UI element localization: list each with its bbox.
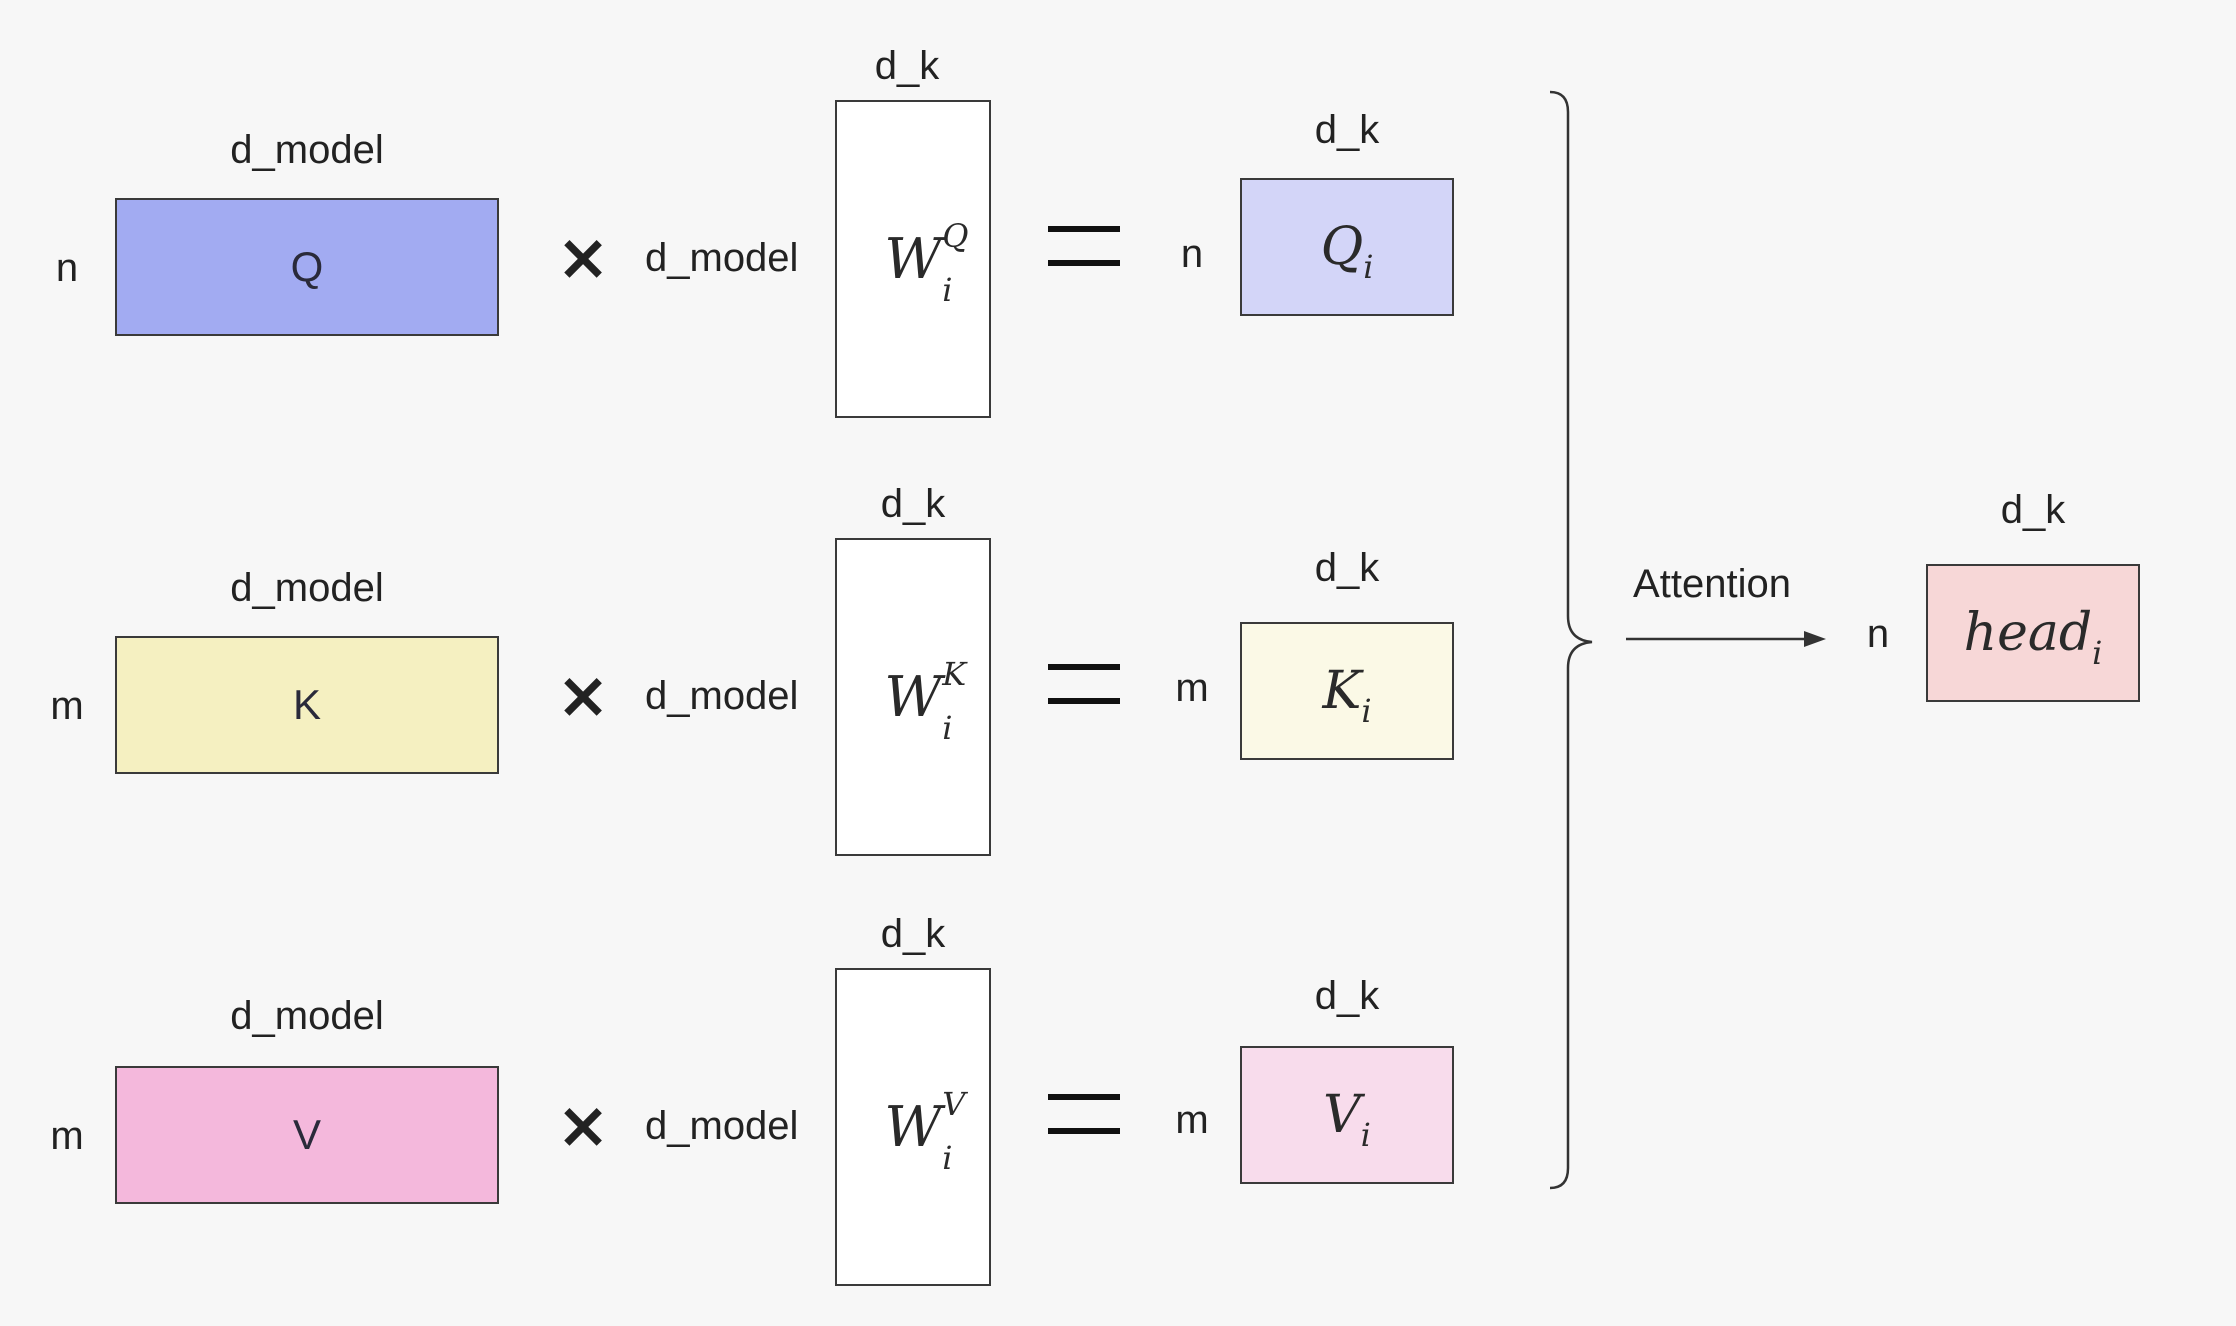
vi-rows-label: m: [1175, 1098, 1209, 1142]
v-input-matrix: V: [115, 1066, 499, 1204]
multiply-sign-q: ×: [556, 221, 610, 295]
q-rows-label: n: [55, 246, 79, 290]
wk-cols-label: d_k: [880, 482, 946, 526]
ki-symbol: Ki: [1322, 661, 1372, 730]
ki-cols-label: d_k: [1314, 546, 1380, 590]
qi-rows-label: n: [1180, 232, 1204, 276]
q-input-matrix: Q: [115, 198, 499, 336]
ki-output-matrix: Ki: [1240, 622, 1454, 760]
k-rows-label: m: [50, 684, 84, 728]
qi-cols-label: d_k: [1314, 108, 1380, 152]
vi-symbol: Vi: [1323, 1085, 1371, 1154]
head-rows-label: n: [1866, 612, 1890, 656]
equals-sign-q: [1048, 226, 1120, 294]
right-curly-brace: [1549, 90, 1593, 1190]
equals-sign-v: [1048, 1094, 1120, 1162]
k-cols-label: d_model: [230, 566, 384, 610]
k-input-matrix: K: [115, 636, 499, 774]
vi-output-matrix: Vi: [1240, 1046, 1454, 1184]
wq-rows-label: d_model: [645, 236, 799, 280]
head-output-matrix: headi: [1926, 564, 2140, 702]
qi-output-matrix: Qi: [1240, 178, 1454, 316]
head-cols-label: d_k: [2000, 488, 2066, 532]
vi-cols-label: d_k: [1314, 974, 1380, 1018]
multiply-sign-k: ×: [556, 659, 610, 733]
wv-rows-label: d_model: [645, 1104, 799, 1148]
multiply-sign-v: ×: [556, 1089, 610, 1163]
q-cols-label: d_model: [230, 128, 384, 172]
k-input-label: K: [292, 681, 321, 728]
equals-sign-k: [1048, 664, 1120, 732]
v-input-label: V: [292, 1111, 321, 1158]
qi-symbol: Qi: [1320, 217, 1374, 286]
attention-label: Attention: [1633, 562, 1791, 606]
wv-cols-label: d_k: [880, 912, 946, 956]
head-symbol: headi: [1963, 603, 2103, 672]
q-input-label: Q: [290, 243, 324, 290]
v-cols-label: d_model: [230, 994, 384, 1038]
ki-rows-label: m: [1175, 666, 1209, 710]
attention-arrow-head: [1804, 631, 1826, 647]
v-rows-label: m: [50, 1114, 84, 1158]
wq-cols-label: d_k: [874, 44, 940, 88]
wk-rows-label: d_model: [645, 674, 799, 718]
